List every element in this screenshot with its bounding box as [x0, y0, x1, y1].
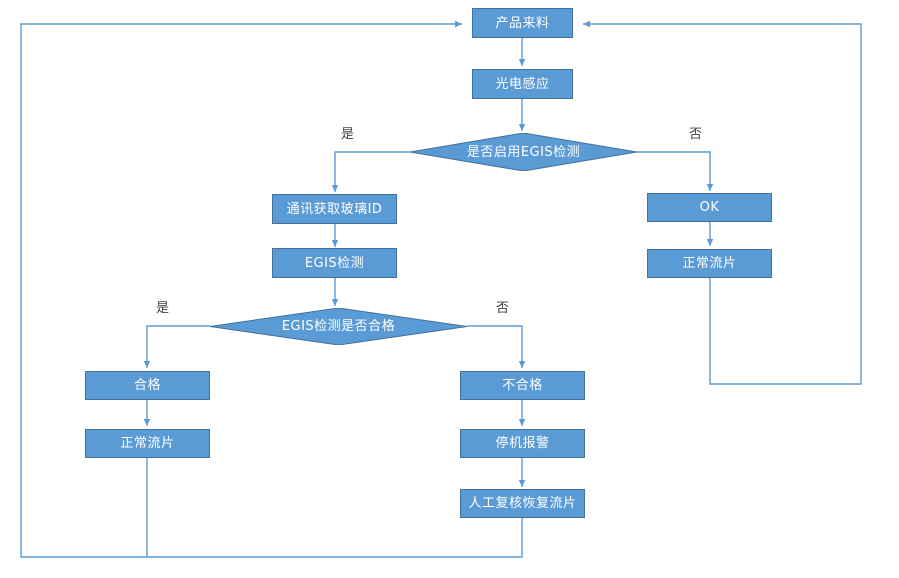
- edge-pass-yes-to-pass: [143, 325, 210, 368]
- node-label: OK: [699, 200, 720, 215]
- edge-enable-no-to-ok: [637, 151, 714, 191]
- node-fail[interactable]: 不合格: [460, 371, 585, 400]
- node-normal-flow-left[interactable]: 正常流片: [85, 429, 210, 458]
- edge-enable-yes-to-glassid: [331, 151, 410, 192]
- node-label: 合格: [133, 378, 161, 393]
- edge-label-enable-no: 否: [689, 127, 703, 142]
- node-get-glass-id[interactable]: 通讯获取玻璃ID: [272, 194, 397, 224]
- node-label: 产品来料: [495, 15, 550, 31]
- node-label: 停机报警: [495, 436, 550, 451]
- node-label: 不合格: [502, 378, 543, 393]
- node-enable-egis-decision[interactable]: 是否启用EGIS检测: [410, 133, 637, 171]
- node-manual-review-resume[interactable]: 人工复核恢复流片: [460, 489, 585, 518]
- edge-normalflow-right-return-loop: [583, 20, 862, 385]
- edge-label-enable-yes: 是: [341, 127, 355, 142]
- node-incoming-material[interactable]: 产品来料: [472, 8, 573, 38]
- node-pass[interactable]: 合格: [85, 371, 210, 400]
- node-egis-inspection[interactable]: EGIS检测: [272, 248, 397, 278]
- node-label: 通讯获取玻璃ID: [286, 201, 383, 217]
- node-label: 正常流片: [682, 256, 737, 271]
- node-stop-alarm[interactable]: 停机报警: [460, 429, 585, 458]
- edge-manual-review-return-loop: [20, 20, 523, 558]
- node-photoelectric-sensing[interactable]: 光电感应: [472, 69, 573, 99]
- edge-label-pass-no: 否: [496, 301, 510, 316]
- node-egis-pass-decision[interactable]: EGIS检测是否合格: [210, 308, 467, 345]
- node-label: 是否启用EGIS检测: [466, 144, 581, 160]
- edge-label-pass-yes: 是: [156, 301, 170, 316]
- edge-pass-no-to-fail: [467, 325, 526, 368]
- node-ok[interactable]: OK: [647, 193, 772, 222]
- node-label: EGIS检测: [304, 255, 365, 271]
- node-label: 正常流片: [120, 436, 175, 451]
- node-label: EGIS检测是否合格: [281, 319, 396, 334]
- diamond-shape: [210, 308, 467, 345]
- diamond-shape: [410, 133, 637, 171]
- node-normal-flow-right[interactable]: 正常流片: [647, 249, 772, 278]
- node-label: 人工复核恢复流片: [468, 496, 577, 511]
- node-label: 光电感应: [495, 76, 550, 92]
